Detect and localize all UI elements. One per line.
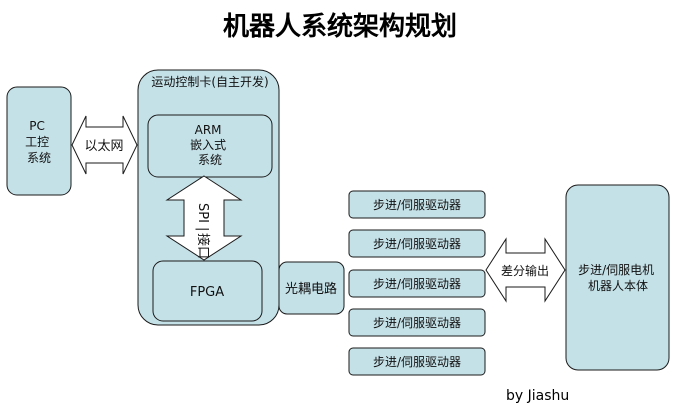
- motor-body-label: 步进/伺服电机 机器人本体: [578, 263, 658, 293]
- driver-box-2: [348, 229, 486, 258]
- driver-box-4: [348, 308, 486, 337]
- spi-arrow: [165, 175, 243, 261]
- arm-label-line1: ARM: [195, 123, 222, 137]
- spi-label-line2: 接口: [195, 233, 211, 259]
- driver-box-3: [348, 269, 486, 298]
- pc-label-line3: 系统: [27, 151, 51, 165]
- arm-label-line3: 系统: [198, 153, 222, 167]
- arm-label-line2: 嵌入式: [190, 138, 226, 152]
- driver-list: 步进/伺服驱动器 步进/伺服驱动器 步进/伺服驱动器 步进/伺服驱动器 步进/伺…: [348, 190, 486, 376]
- differential-arrow: [485, 237, 566, 303]
- pc-label-line1: PC: [29, 119, 45, 133]
- optocoupler-label: 光耦电路: [285, 281, 337, 297]
- driver-box-5: [348, 347, 486, 376]
- fpga-label: FPGA: [190, 285, 224, 300]
- arm-box: [147, 114, 273, 178]
- fpga-box: [152, 260, 263, 322]
- pc-label-line2: 工控: [25, 135, 49, 149]
- ethernet-arrow: [71, 115, 138, 175]
- motor-body-box: [565, 184, 670, 371]
- driver-label-1: 步进/伺服驱动器: [373, 198, 461, 212]
- driver-box-1: [348, 190, 486, 219]
- motor-body-line2: 机器人本体: [588, 279, 648, 293]
- pc-box: [6, 86, 72, 196]
- driver-label-4: 步进/伺服驱动器: [373, 316, 461, 330]
- motor-body-line1: 步进/伺服电机: [578, 263, 654, 277]
- optocoupler-box: [278, 261, 345, 315]
- pc-label: PC 工控 系统: [25, 119, 53, 165]
- spi-label-separator: |: [195, 227, 210, 231]
- author-credit: by Jiashu: [506, 388, 569, 404]
- diagram-title: 机器人系统架构规划: [223, 11, 457, 42]
- driver-label-2: 步进/伺服驱动器: [373, 237, 461, 251]
- ethernet-label: 以太网: [84, 139, 123, 154]
- driver-label-3: 步进/伺服驱动器: [373, 277, 461, 291]
- driver-label-5: 步进/伺服驱动器: [373, 355, 461, 369]
- arm-label: ARM 嵌入式 系统: [190, 123, 230, 167]
- control-card-label: 运动控制卡(自主开发): [151, 74, 268, 89]
- differential-label: 差分输出: [501, 263, 549, 278]
- spi-label-line1: SPI: [195, 203, 210, 223]
